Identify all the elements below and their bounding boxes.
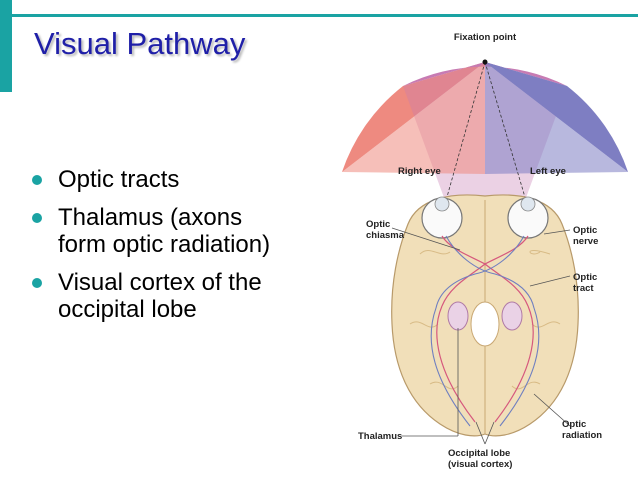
slide-title: Visual Pathway: [34, 26, 246, 61]
bullet-item-optic-tracts: Optic tracts: [30, 166, 330, 193]
optic-nerve-right-b: [445, 235, 535, 309]
sight-line: [444, 61, 486, 205]
optic-radiation-label: Optic radiation: [562, 419, 602, 441]
fixation-point-dot: [482, 59, 488, 65]
bullet-dot-icon: [32, 175, 42, 185]
right-eye-lens: [434, 196, 450, 212]
bullet-line: Thalamus (axons: [58, 204, 243, 231]
bullet-line: Visual cortex of the: [58, 269, 262, 296]
bullet-line: occipital lobe: [58, 296, 197, 323]
optic-radiation-left: [494, 305, 534, 423]
radiation-left-b: [499, 307, 540, 427]
leader-line: [484, 421, 495, 445]
bullet-line: Optic tracts: [58, 166, 180, 193]
occipital-lobe-label: Occipital lobe (visual cortex): [448, 448, 513, 470]
top-rule: [12, 14, 638, 17]
leader-line: [475, 421, 486, 445]
leader-line: [543, 229, 571, 235]
bullet-list: Optic tracts Thalamus (axons form optic …: [30, 166, 330, 334]
optic-chiasma-label-line: Optic: [366, 219, 390, 230]
fixation-point-label: Fixation point: [454, 32, 517, 43]
optic-tract-right: [441, 263, 486, 307]
right-eye-label: Right eye: [398, 166, 441, 177]
bullet-dot-icon: [32, 213, 42, 223]
radiation-right-b: [430, 307, 471, 427]
occipital-lobe-label-line: Occipital lobe: [448, 448, 510, 459]
optic-pathways-secondary: [430, 235, 540, 427]
optic-tract-label-line: Optic: [573, 272, 597, 283]
optic-tract-label-line: tract: [573, 283, 594, 294]
optic-nerve-label-line: Optic: [573, 225, 597, 236]
optic-chiasma-label: Optic chiasma: [366, 219, 405, 241]
optic-nerve-left-b: [435, 235, 525, 309]
optic-pathways: [436, 235, 534, 423]
leader-line: [391, 227, 461, 251]
leader-line: [533, 393, 571, 427]
leader-line: [529, 275, 571, 287]
optic-nerve-label: Optic nerve: [573, 225, 600, 247]
center-visual-field: [403, 62, 567, 86]
lower-left-field: [485, 62, 628, 174]
optic-radiation-label-line: radiation: [562, 430, 602, 441]
bullet-line: form optic radiation): [58, 231, 271, 258]
optic-radiation-label-line: Optic: [562, 419, 586, 430]
optic-tract-left: [484, 263, 529, 307]
thalamus-left: [501, 301, 523, 331]
brain-inner-fold: [409, 249, 561, 390]
left-eye-label: Left eye: [530, 166, 566, 177]
ventricle: [470, 301, 500, 347]
optic-nerve-right: [441, 235, 486, 265]
leader-lines: [391, 227, 571, 445]
accent-bar: [0, 0, 12, 92]
occipital-lobe-label-line: (visual cortex): [448, 459, 512, 470]
optic-radiation-right: [436, 305, 476, 423]
optic-tract-label: Optic tract: [573, 272, 600, 294]
thalamus-right: [447, 301, 469, 331]
optic-nerve-left: [484, 235, 529, 265]
left-eye-lens: [520, 196, 536, 212]
visual-pathway-diagram: Fixation point Right eye Left eye: [342, 32, 628, 470]
optic-chiasma-label-line: chiasma: [366, 230, 405, 241]
thalamus-label: Thalamus: [358, 431, 402, 442]
bullet-item-visual-cortex: Visual cortex of the occipital lobe: [30, 269, 330, 323]
lower-right-field: [342, 62, 485, 174]
optic-nerve-label-line: nerve: [573, 236, 598, 247]
bullet-item-thalamus: Thalamus (axons form optic radiation): [30, 204, 330, 258]
bullet-dot-icon: [32, 278, 42, 288]
